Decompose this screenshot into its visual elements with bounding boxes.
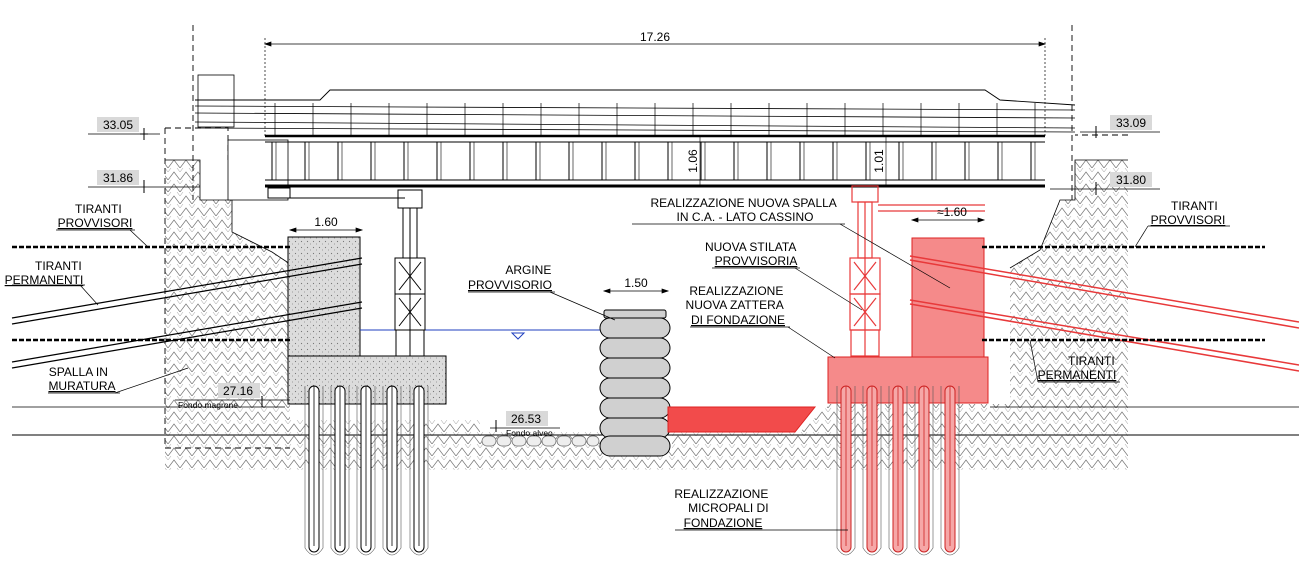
label-tiranti-permanenti-right: TIRANTI PERMANENTI — [1038, 354, 1118, 382]
soil-hatch — [165, 160, 1128, 470]
left-micropiles — [304, 385, 429, 556]
argine-dimension-label: 1.50 — [624, 276, 648, 290]
label-micropali: REALIZZAZIONE MICROPALI DI FONDAZIONE — [674, 487, 772, 530]
label-nuova-stilata: NUOVA STILATA PROVVISORIA — [705, 240, 799, 268]
level-right-bearing-value: 31.80 — [1116, 173, 1146, 187]
bridge-deck — [194, 89, 1076, 188]
level-right-bearing: 31.80 — [1050, 172, 1160, 195]
left-temporary-pier — [394, 189, 426, 357]
span-dimension-label: 17.26 — [640, 30, 670, 44]
deck-depth-left: 1.06 — [686, 149, 700, 173]
new-footing — [827, 356, 989, 404]
level-left-bearing: 31.86 — [88, 170, 200, 193]
label-tiranti-permanenti-left: TIRANTI PERMANENTI — [5, 259, 85, 287]
level-right-top: 33.09 — [1080, 115, 1160, 138]
level-fondo-magrone: 27.16 Fondo magrone — [175, 383, 290, 410]
label-spalla-muratura: SPALLA IN MURATURA — [48, 365, 115, 393]
level-fondo-alveo-value: 26.53 — [511, 412, 541, 426]
deck-depth-dims — [699, 136, 887, 186]
label-nuova-zattera: REALIZZAZIONE NUOVA ZATTERA DI FONDAZION… — [686, 284, 787, 327]
deck-depth-right: 1.01 — [872, 149, 886, 173]
label-argine: ARGINE PROVVISORIO — [468, 263, 555, 292]
level-left-bearing-value: 31.86 — [103, 171, 133, 185]
level-fondo-magrone-value: 27.16 — [223, 384, 253, 398]
new-riverbed-fill — [667, 406, 817, 433]
right-seat-dimension-label: ≈1.60 — [937, 205, 967, 219]
span-dimension — [263, 38, 1047, 136]
water-symbol — [510, 332, 526, 340]
level-fondo-alveo-caption: Fondo alveo — [506, 428, 553, 438]
label-tiranti-provvisori-right: TIRANTI PROVVISORI — [1151, 199, 1226, 227]
level-left-top-value: 33.05 — [103, 118, 133, 132]
right-temporary-pier — [849, 185, 985, 357]
label-tiranti-provvisori-left: TIRANTI PROVVISORI — [58, 202, 133, 230]
right-micropiles — [836, 385, 960, 556]
left-seat-dimension — [288, 227, 364, 233]
tiranti-provvisori — [12, 245, 1265, 342]
tiranti-permanenti-left — [11, 257, 363, 369]
riverbed-blocks — [481, 435, 600, 447]
level-fondo-magrone-caption: Fondo magrone — [178, 400, 238, 410]
level-right-top-value: 33.09 — [1116, 116, 1146, 130]
left-parapet — [197, 74, 235, 128]
left-seat-dimension-label: 1.60 — [314, 215, 338, 229]
argine-dimension — [602, 288, 670, 294]
left-bearing — [267, 187, 405, 199]
new-abutment — [827, 237, 989, 404]
level-left-top: 33.05 — [88, 117, 160, 140]
label-nuova-spalla: REALIZZAZIONE NUOVA SPALLA IN C.A. - LAT… — [651, 196, 840, 224]
tiranti-permanenti-right — [909, 255, 1299, 372]
leaders — [12, 223, 1230, 531]
level-fondo-alveo: 26.53 Fondo alveo — [490, 411, 560, 438]
argine-provvisorio — [599, 309, 671, 457]
right-seat-dimension — [910, 217, 986, 223]
